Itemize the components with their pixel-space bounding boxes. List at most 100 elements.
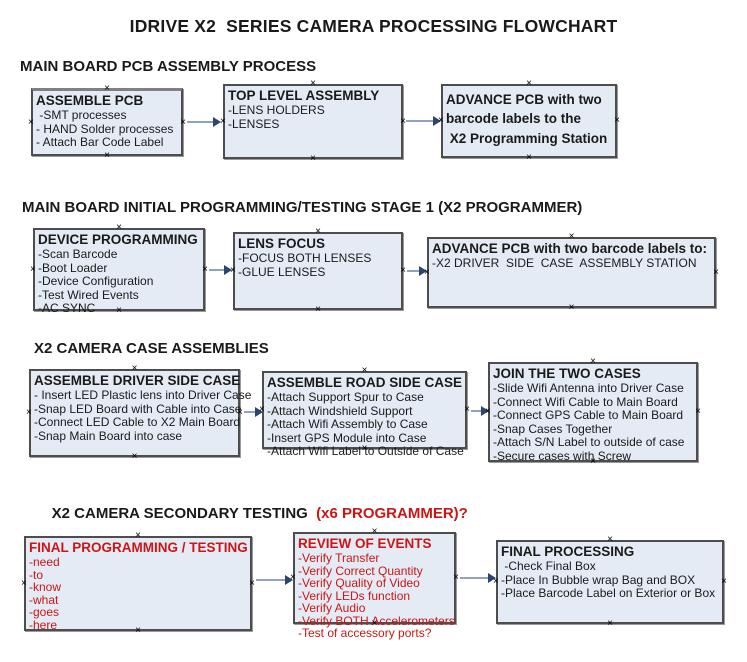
box-line: -Scan Barcode <box>38 247 118 261</box>
anchor-x-mark: × <box>400 265 406 276</box>
box-line: -FOCUS BOTH LENSES <box>238 251 372 265</box>
flow-box-advance-pcb-driver-side-station: ADVANCE PCB with two barcode labels to: … <box>424 232 719 313</box>
flow-box-assemble-pcb: ASSEMBLE PCB -SMT processes- HAND Solder… <box>28 84 186 161</box>
box-line: -Snap Main Board into case <box>34 428 183 443</box>
anchor-x-mark: × <box>249 577 255 589</box>
box-line: -Verify Transfer <box>298 551 380 565</box>
flow-box-lens-focus: LENS FOCUS -FOCUS BOTH LENSES-GLUE LENSE… <box>230 227 406 315</box>
box-line: -Slide Wifi Antenna into Driver Case <box>493 381 684 395</box>
connector-arrow <box>471 406 489 416</box>
box-line: -Verify Quality of Video <box>298 576 420 590</box>
box-line: -LENS HOLDERS <box>228 103 325 117</box>
box-line: -Test Wired Events <box>38 287 139 302</box>
box-title: ASSEMBLE ROAD SIDE CASE <box>267 375 463 390</box>
box-line: -LENSES <box>228 116 280 131</box>
connector-arrow <box>244 407 263 417</box>
box-line: -Verify Audio <box>298 601 366 615</box>
connector-arrow <box>209 265 232 275</box>
box-line: -what <box>29 592 59 607</box>
section-heading-red-part: (x6 PROGRAMMER)? <box>307 505 468 522</box>
box-line: -goes <box>29 605 60 619</box>
anchor-x-mark: × <box>180 116 186 128</box>
box-line: -Attach Windshield Support <box>267 403 413 418</box>
box-line: - Attach Bar Code Label <box>36 135 164 149</box>
box-line: -AC SYNC <box>38 301 96 315</box>
anchor-x-mark: × <box>713 266 719 278</box>
box-line: - HAND Solder processes <box>36 121 174 136</box>
connector-arrow <box>406 116 441 126</box>
box-line: -Snap LED Board with Cable into Case <box>34 401 242 416</box>
flow-box-device-programming: DEVICE PROGRAMMING -Scan Barcode-Boot Lo… <box>30 223 208 316</box>
box-line: -Connect Wifi Cable to Main Board <box>493 394 678 409</box>
box-line: -GLUE LENSES <box>238 264 326 279</box>
anchor-x-mark: × <box>131 451 138 462</box>
box-line: -here <box>29 617 58 632</box>
box-line: X2 Programming Station <box>446 131 608 146</box>
box-line: -Check Final Box <box>501 559 596 573</box>
connector-arrow <box>460 573 496 583</box>
box-title: FINAL PROCESSING <box>501 544 635 559</box>
box-line: -know <box>29 580 62 594</box>
box-line: -Connect LED Cable to X2 Main Board <box>34 415 241 429</box>
box-line: -Attach Wifi Assembly to Case <box>267 417 428 431</box>
box-line: -Device Configuration <box>38 274 154 288</box>
flow-box-advance-pcb-programming-station: ADVANCE PCB with two barcode labels to t… <box>438 79 620 163</box>
box-line: -Attach S/N Label to outside of case <box>493 435 685 449</box>
box-line: - Insert LED Plastic lens into Driver Ca… <box>34 388 252 402</box>
box-line: -Verify LEDs function <box>298 588 411 603</box>
box-line: -need <box>29 555 60 569</box>
section-heading-pcb-assembly: MAIN BOARD PCB ASSEMBLY PROCESS <box>20 58 317 75</box>
box-line: -Verify BOTH Accelerometers <box>298 613 455 628</box>
flow-box-final-programming-testing: FINAL PROGRAMMING / TESTING -need-to-kno… <box>21 531 255 636</box>
box-title: JOIN THE TWO CASES <box>493 366 641 381</box>
box-line: -Attach Support Spur to Case <box>267 390 424 404</box>
section-heading-initial-programming: MAIN BOARD INITIAL PROGRAMMING/TESTING S… <box>22 199 583 216</box>
anchor-x-mark: × <box>721 576 727 587</box>
anchor-x-mark: × <box>568 302 575 313</box>
anchor-x-mark: × <box>453 572 459 583</box>
anchor-x-mark: × <box>104 150 110 161</box>
box-title: ASSEMBLE DRIVER SIDE CASE <box>34 373 241 388</box>
anchor-x-mark: × <box>26 407 32 418</box>
box-line: -to <box>29 567 44 582</box>
anchor-x-mark: × <box>464 404 470 415</box>
box-line: -SMT processes <box>36 108 127 122</box>
box-title: LENS FOCUS <box>238 236 326 251</box>
anchor-x-mark: × <box>28 116 34 128</box>
section-heading-secondary-testing: X2 CAMERA SECONDARY TESTING (x6 PROGRAMM… <box>35 488 468 539</box>
connector-arrow <box>256 575 293 585</box>
box-line: -Snap Cases Together <box>493 421 613 436</box>
box-line: -Verify Correct Quantity <box>298 563 423 578</box>
flow-box-assemble-road-side-case: ASSEMBLE ROAD SIDE CASE -Attach Support … <box>259 366 470 458</box>
box-line: -X2 DRIVER SIDE CASE ASSEMBLY STATION <box>432 256 697 270</box>
flow-box-review-of-events: REVIEW OF EVENTS -Verify Transfer-Verify… <box>290 527 459 640</box>
box-title: ADVANCE PCB with two barcode labels to: <box>432 241 708 256</box>
box-title: ASSEMBLE PCB <box>36 93 144 108</box>
connector-arrow <box>407 266 427 276</box>
section-heading-case-assemblies: X2 CAMERA CASE ASSEMBLIES <box>34 340 269 357</box>
flow-box-assemble-driver-side-case: ASSEMBLE DRIVER SIDE CASE - Insert LED P… <box>26 364 252 462</box>
box-line: -Boot Loader <box>38 260 108 275</box>
anchor-x-mark: × <box>21 577 27 589</box>
box-line: -Connect GPS Cable to Main Board <box>493 408 684 422</box>
anchor-x-mark: × <box>315 304 321 315</box>
box-line: barcode labels to the <box>446 111 582 126</box>
box-title: TOP LEVEL ASSEMBLY <box>228 88 380 103</box>
box-title: DEVICE PROGRAMMING <box>38 232 198 247</box>
anchor-x-mark: × <box>607 618 613 629</box>
flow-box-join-the-two-cases: JOIN THE TWO CASES -Slide Wifi Antenna i… <box>485 357 701 467</box>
connector-arrow <box>187 117 221 127</box>
box-title: FINAL PROGRAMMING / TESTING <box>29 540 248 555</box>
flow-box-top-level-assembly: TOP LEVEL ASSEMBLY -LENS HOLDERS-LENSES … <box>220 79 406 164</box>
anchor-x-mark: × <box>30 263 36 275</box>
box-line: -Attach Wifi Label to Outside of Case <box>267 444 464 458</box>
box-line: -Insert GPS Module into Case <box>267 430 427 445</box>
diagram-title: IDRIVE X2 SERIES CAMERA PROCESSING FLOWC… <box>129 16 618 36</box>
anchor-x-mark: × <box>614 115 620 126</box>
flow-box-final-processing: FINAL PROCESSING -Check Final Box-Place … <box>493 535 727 629</box>
anchor-x-mark: × <box>695 406 701 417</box>
box-title: ADVANCE PCB with two <box>446 92 602 107</box>
anchor-x-mark: × <box>202 263 208 275</box>
box-title: REVIEW OF EVENTS <box>298 536 432 551</box>
